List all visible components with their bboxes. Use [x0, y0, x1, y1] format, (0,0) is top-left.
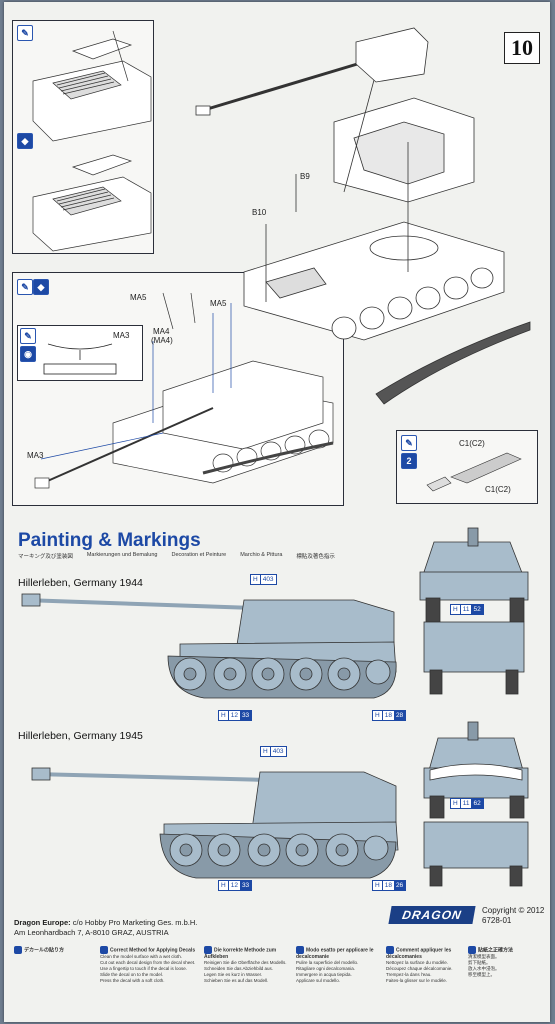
- lang-label: マーキング及び塗装図: [18, 554, 73, 560]
- quantity-two-icon: 2: [401, 453, 417, 469]
- lang-label: Markierungen und Bemalung: [86, 552, 158, 558]
- callout-ma5-left: MA5: [130, 293, 147, 302]
- hull-assembly-drawing: [34, 292, 334, 489]
- copyright-block: Copyright © 2012 6728-01: [482, 906, 545, 925]
- callout-b9: B9: [300, 172, 310, 181]
- decal-bend-drawing: [43, 343, 117, 375]
- step-number-badge: 10: [504, 32, 540, 64]
- detail-panel-engine-deck: ✎ ◆: [12, 20, 154, 254]
- track-links-drawing: [426, 452, 522, 492]
- painting-markings-title: Painting & Markings: [18, 530, 201, 551]
- decal-icon: [468, 946, 476, 954]
- callout-ma3-left: MA3: [27, 451, 44, 460]
- scheme-title-1945: Hillerleben, Germany 1945: [18, 730, 143, 742]
- glue-icon: ✎: [17, 279, 33, 295]
- option-icon: ◆: [17, 133, 33, 149]
- exploded-assembly-drawing: [195, 27, 531, 405]
- callout-ma4: MA4: [153, 327, 170, 336]
- callout-c1-bottom: C1(C2): [485, 485, 511, 494]
- decal-instructions-jp: デカールの貼り方: [14, 946, 96, 1022]
- engine-deck-drawing: [32, 30, 152, 252]
- dragon-logo: DRAGON: [388, 906, 476, 924]
- callout-ma3-top: MA3: [113, 331, 130, 340]
- detail-panel-track-links: ✎ 2 C1(C2) C1(C2): [396, 430, 538, 504]
- scheme-title-1944: Hillerleben, Germany 1944: [18, 577, 143, 589]
- marking-code-front: H 12 33: [218, 710, 253, 721]
- inset-decal-panel: ✎ ◉: [17, 325, 143, 381]
- option-icon: ◆: [33, 279, 49, 295]
- callout-b10: B10: [252, 208, 267, 217]
- detail-panel-hull-assembly: ✎ ◆ ✎ ◉: [12, 272, 344, 506]
- instruction-sheet: 10 ✎ ◆ ✎ ◆ ✎ ◉: [4, 2, 550, 1022]
- company-address: Dragon Europe: c/o Hobby Pro Marketing G…: [14, 918, 198, 937]
- marking-code-front-plate: H 11 62: [450, 798, 484, 809]
- vehicle-side-view-1944: [21, 582, 525, 699]
- lang-label: Marchio & Pittura: [240, 552, 283, 558]
- glue-icon: ✎: [401, 435, 417, 451]
- eye-icon: ◉: [20, 346, 36, 362]
- decal-icon: [14, 946, 22, 954]
- lang-label: Decoration et Peinture: [171, 552, 227, 558]
- glue-icon: ✎: [17, 25, 33, 41]
- vehicle-front-rear-views-1945: [423, 721, 529, 887]
- callout-c1-top: C1(C2): [459, 439, 485, 448]
- painting-languages: マーキング及び塗装図 Markierungen und Bemalung Dec…: [18, 552, 548, 560]
- decal-icon: [386, 946, 394, 954]
- marking-code-rear: H 18 26: [372, 880, 407, 891]
- decal-instructions-it: Modo esatto per applicare le decalcomani…: [296, 946, 374, 983]
- decal-icon: ✎: [20, 328, 36, 344]
- callout-ma5-right: MA5: [210, 299, 227, 308]
- callout-ma4-alt: (MA4): [151, 336, 173, 345]
- decal-icon: [296, 946, 304, 954]
- lang-label: 標貼及著色指示: [296, 554, 335, 560]
- marking-code-front: H 12 33: [218, 880, 253, 891]
- decal-instructions-cn: 貼紙之正確方法 清潔模型表面。 剪下貼紙。 放入水中浸泡。 移至模型上。: [468, 946, 514, 977]
- marking-code-front-plate: H 11 52: [450, 604, 484, 615]
- decal-instructions-en: Correct Method for Applying Decals Clean…: [100, 946, 196, 983]
- marking-code-rear: H 18 28: [372, 710, 407, 721]
- vehicle-front-view-1944: [419, 527, 529, 622]
- decal-instructions-de: Die korrekte Methode zum Aufkleben Reini…: [204, 946, 287, 983]
- decal-icon: [204, 946, 212, 954]
- marking-code-hood: H 403: [250, 574, 277, 585]
- vehicle-side-view-1945: [31, 767, 399, 879]
- decal-icon: [100, 946, 108, 954]
- marking-code-hood: H 403: [260, 746, 287, 757]
- decal-instructions-fr: Comment appliquer les décalcomanies Nett…: [386, 946, 453, 983]
